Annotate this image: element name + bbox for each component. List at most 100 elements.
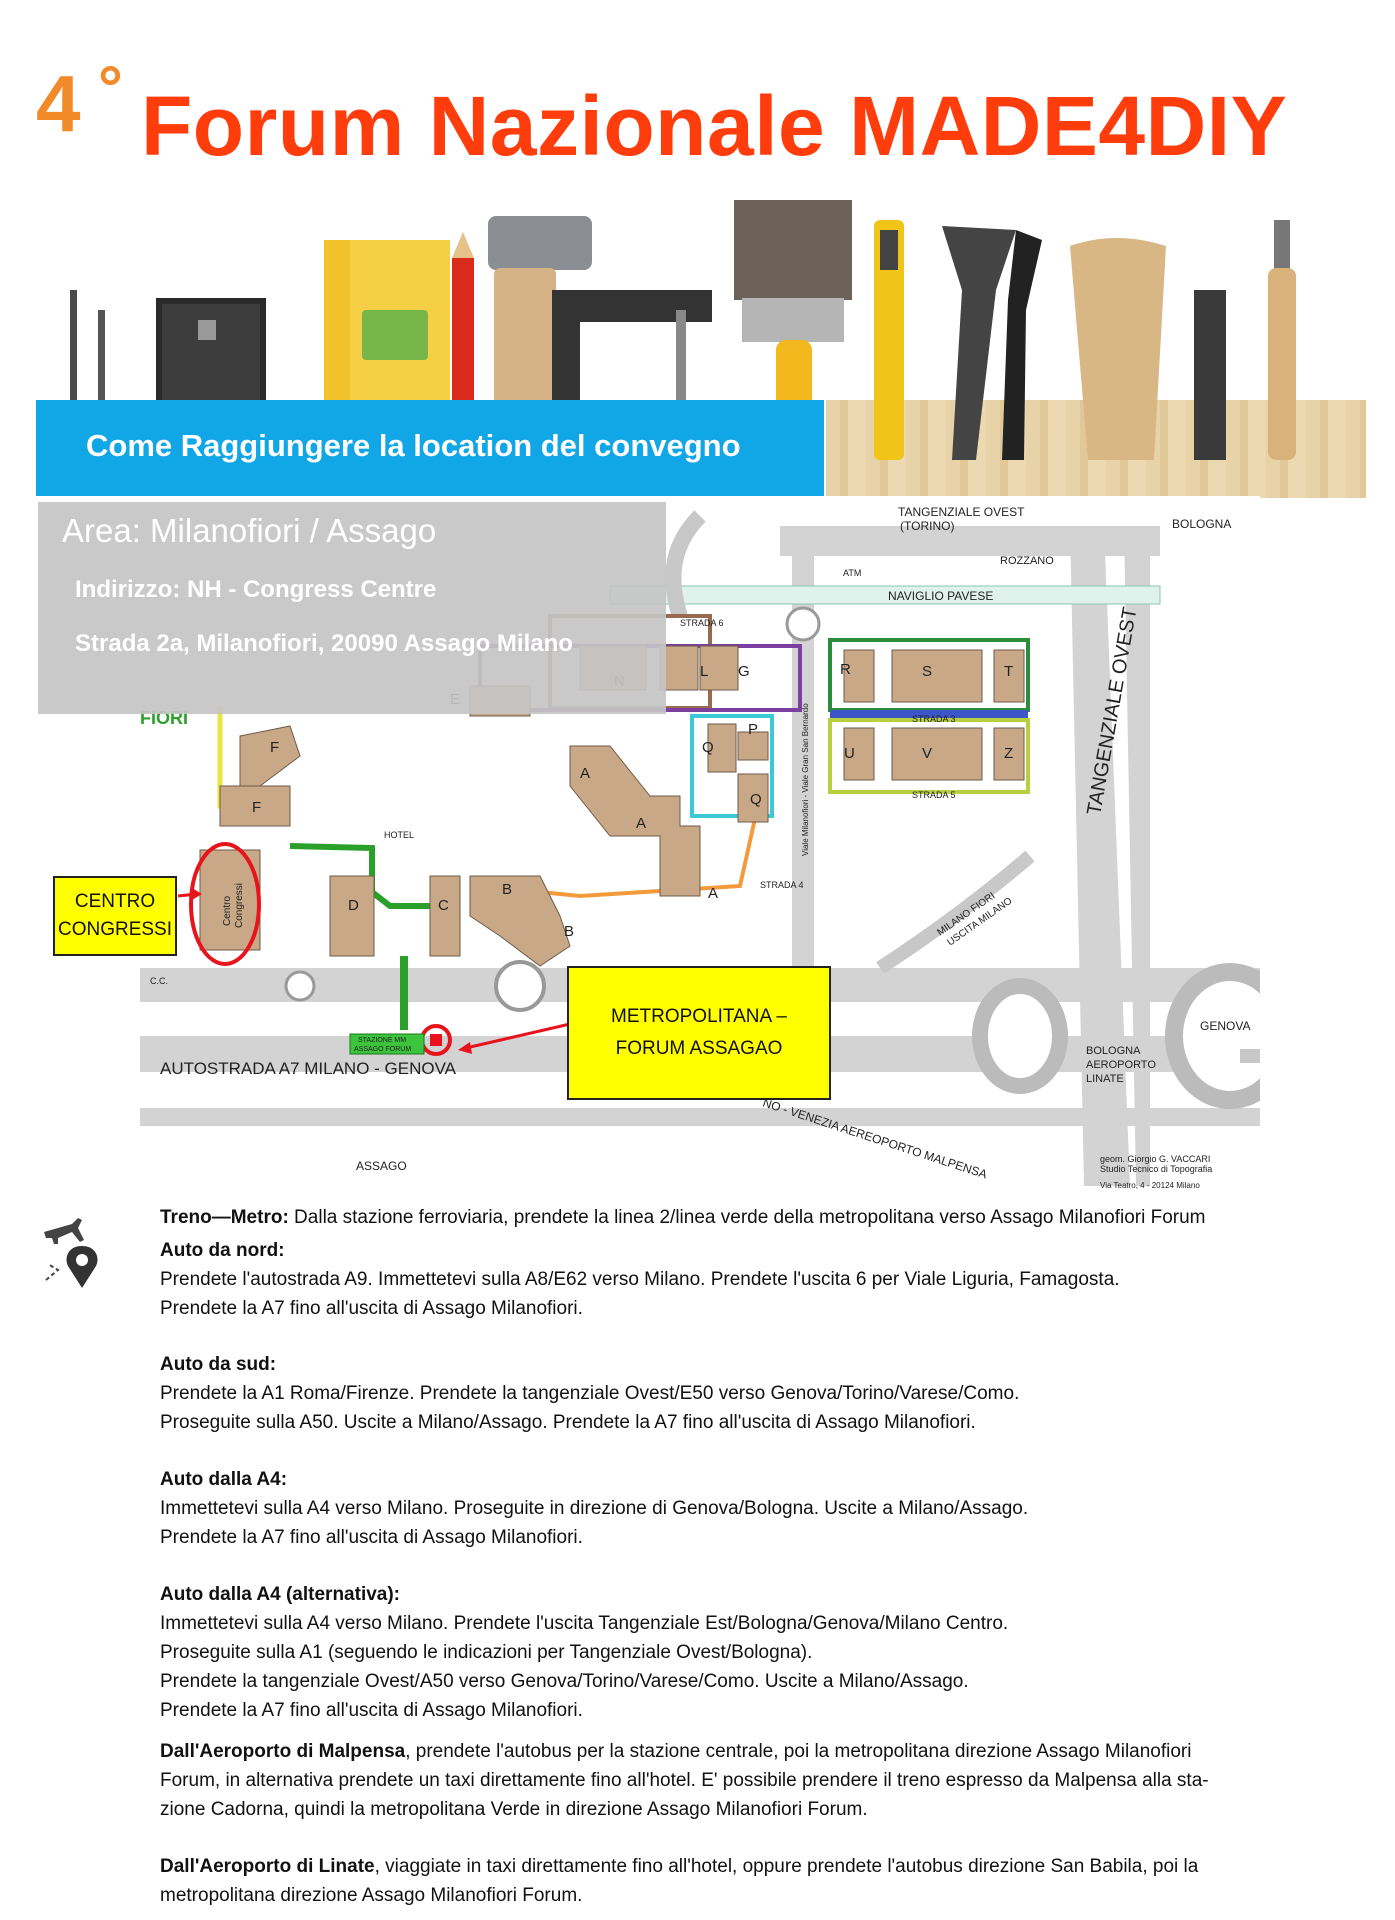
map-buildings <box>199 645 1025 967</box>
sud-line: Proseguite sulla A50. Uscite a Milano/As… <box>160 1412 976 1433</box>
malpensa-line: , prendete l'autobus per la stazione cen… <box>405 1741 1192 1762</box>
linate-label: Dall'Aeroporto di Linate <box>160 1856 375 1877</box>
a4alt-line: Proseguite sulla A1 (seguendo le indicaz… <box>160 1642 813 1663</box>
nord-line: Prendete l'autostrada A9. Immettetevi su… <box>160 1269 1120 1290</box>
nord-line: Prendete la A7 fino all'uscita di Assago… <box>160 1298 583 1319</box>
label-centro-1: Centro <box>222 896 233 926</box>
utility-knife-icon <box>874 220 904 460</box>
label-credit-2: Studio Tecnico di Topografia <box>1100 1164 1212 1174</box>
arrow-head-centro <box>192 888 202 900</box>
paintbrush-icon <box>734 200 852 458</box>
nord-label: Auto da nord: <box>160 1240 285 1261</box>
linate-section: Dall'Aeroporto di Linate, viaggiate in t… <box>160 1852 1198 1910</box>
subtitle-band: Come Raggiungere la location del convegn… <box>36 400 824 496</box>
building-label: S <box>922 663 932 680</box>
building-label: P <box>748 721 758 738</box>
label-bologna-aero-1: BOLOGNA <box>1086 1045 1141 1057</box>
roundabout-top <box>785 606 821 642</box>
label-bologna: BOLOGNA <box>1172 517 1231 531</box>
label-atm: ATM <box>843 568 861 578</box>
label-cc: C.C. <box>150 976 168 986</box>
label-credit-3: Via Teatro, 4 - 20124 Milano <box>1100 1181 1200 1190</box>
chisel-icon <box>1268 220 1296 460</box>
label-credit-1: geom. Giorgio G. VACCARI <box>1100 1154 1210 1164</box>
strada-blue-loop <box>830 710 1028 720</box>
label-tang-ovest-top: TANGENZIALE OVEST <box>898 505 1025 519</box>
a4-label: Auto dalla A4: <box>160 1469 288 1490</box>
metro-station-marker <box>430 1034 442 1046</box>
building-label: B <box>564 923 574 940</box>
label-stazione-2: ASSAGO FORUM <box>354 1046 411 1053</box>
building-label: V <box>922 745 932 762</box>
label-strada3: STRADA 3 <box>912 714 956 724</box>
naviglio-canal <box>609 585 1161 605</box>
subtitle-text: Come Raggiungere la location del convegn… <box>86 428 741 463</box>
label-strada4: STRADA 4 <box>760 880 804 890</box>
auto-a4-alt-section: Auto dalla A4 (alternativa): Immettetevi… <box>160 1580 1008 1725</box>
a4-line: Prendete la A7 fino all'uscita di Assago… <box>160 1527 583 1548</box>
malpensa-line: zione Cadorna, quindi la metropolitana V… <box>160 1799 868 1820</box>
building-label: F <box>252 799 261 816</box>
label-rozzano: ROZZANO <box>1000 555 1054 567</box>
location-pin-icon <box>66 1246 98 1288</box>
a4alt-line: Prendete la A7 fino all'uscita di Assago… <box>160 1700 583 1721</box>
airplane-icon <box>44 1218 84 1244</box>
label-hotel: HOTEL <box>384 830 414 840</box>
label-assago: ASSAGO <box>356 1159 407 1173</box>
title-main: Forum Nazionale MADE4DIY <box>141 79 1288 173</box>
area-heading: Area: Milanofiori / Assago <box>62 512 437 549</box>
building-label: G <box>738 663 750 680</box>
malpensa-line: Forum, in alternativa prendete un taxi d… <box>160 1770 1209 1791</box>
label-stazione-1: STAZIONE MM <box>358 1037 406 1044</box>
a4alt-line: Immettetevi sulla A4 verso Milano. Prend… <box>160 1613 1009 1634</box>
strada-cyan-loop <box>690 714 774 818</box>
auto-sud-section: Auto da sud: Prendete la A1 Roma/Firenze… <box>160 1350 1019 1437</box>
roundabout-bottom <box>494 960 546 1012</box>
label-bologna-aero-2: AEROPORTO <box>1086 1059 1156 1071</box>
building-label: Q <box>750 791 762 808</box>
building-label: R <box>840 661 851 678</box>
metro-station-box <box>349 1033 425 1055</box>
malpensa-label: Dall'Aeroporto di Malpensa <box>160 1741 406 1762</box>
linate-line: metropolitana direzione Assago Milanofio… <box>160 1885 583 1906</box>
metro-link <box>400 956 408 1030</box>
building-label: A <box>636 815 646 832</box>
treno-metro-paragraph: Treno—Metro: Dalla stazione ferroviaria,… <box>160 1203 1206 1232</box>
building-label: L <box>700 663 708 680</box>
building-label: Z <box>1004 745 1013 762</box>
callout-metropolitana: METROPOLITANA – FORUM ASSAGAO <box>567 966 831 1100</box>
pliers-icon <box>942 226 1042 460</box>
treno-label: Treno—Metro: <box>160 1207 289 1228</box>
callout-centro-line2: CONGRESSI <box>57 919 173 940</box>
building-label: A <box>708 885 718 902</box>
treno-text: Dalla stazione ferroviaria, prendete la … <box>288 1207 1206 1228</box>
sud-label: Auto da sud: <box>160 1354 277 1375</box>
ramp-curve-2 <box>876 850 1035 974</box>
roundabout-small <box>284 970 316 1002</box>
malpensa-section: Dall'Aeroporto di Malpensa, prendete l'a… <box>160 1737 1209 1824</box>
sud-line: Prendete la A1 Roma/Firenze. Prendete la… <box>160 1383 1020 1404</box>
a4-line: Immettetevi sulla A4 verso Milano. Prose… <box>160 1498 1029 1519</box>
label-strada6: STRADA 6 <box>680 618 724 628</box>
drill-bit-icon <box>70 290 105 440</box>
callout-centro-congressi: CENTRO CONGRESSI <box>53 876 177 956</box>
a4alt-label: Auto dalla A4 (alternativa): <box>160 1584 401 1605</box>
auto-a4-section: Auto dalla A4: Immettetevi sulla A4 vers… <box>160 1465 1028 1552</box>
building-label: F <box>270 739 279 756</box>
strada-5-loop <box>828 718 1030 794</box>
callout-centro-line1: CENTRO <box>74 891 156 913</box>
a4alt-line: Prendete la tangenziale Ovest/A50 verso … <box>160 1671 969 1692</box>
label-autostrada: AUTOSTRADA A7 MILANO - GENOVA <box>160 1059 457 1078</box>
linate-line: , viaggiate in taxi direttamente fino al… <box>374 1856 1199 1877</box>
label-torino: (TORINO) <box>900 519 954 533</box>
label-naviglio: NAVIGLIO PAVESE <box>888 589 993 603</box>
label-genova: GENOVA <box>1200 1019 1250 1033</box>
page-title: 4 ° Forum Nazionale MADE4DIY <box>36 50 1376 170</box>
travel-icon <box>38 1210 108 1300</box>
arrow-head-metro <box>458 1042 472 1054</box>
building-label: U <box>844 745 855 762</box>
file-rasp-icon <box>1194 290 1226 460</box>
interchange-loop-1 <box>1165 963 1260 1109</box>
callout-metro-line1: METROPOLITANA – <box>611 1005 787 1027</box>
address-line-2: Strada 2a, Milanofiori, 20090 Assago Mil… <box>75 630 573 657</box>
